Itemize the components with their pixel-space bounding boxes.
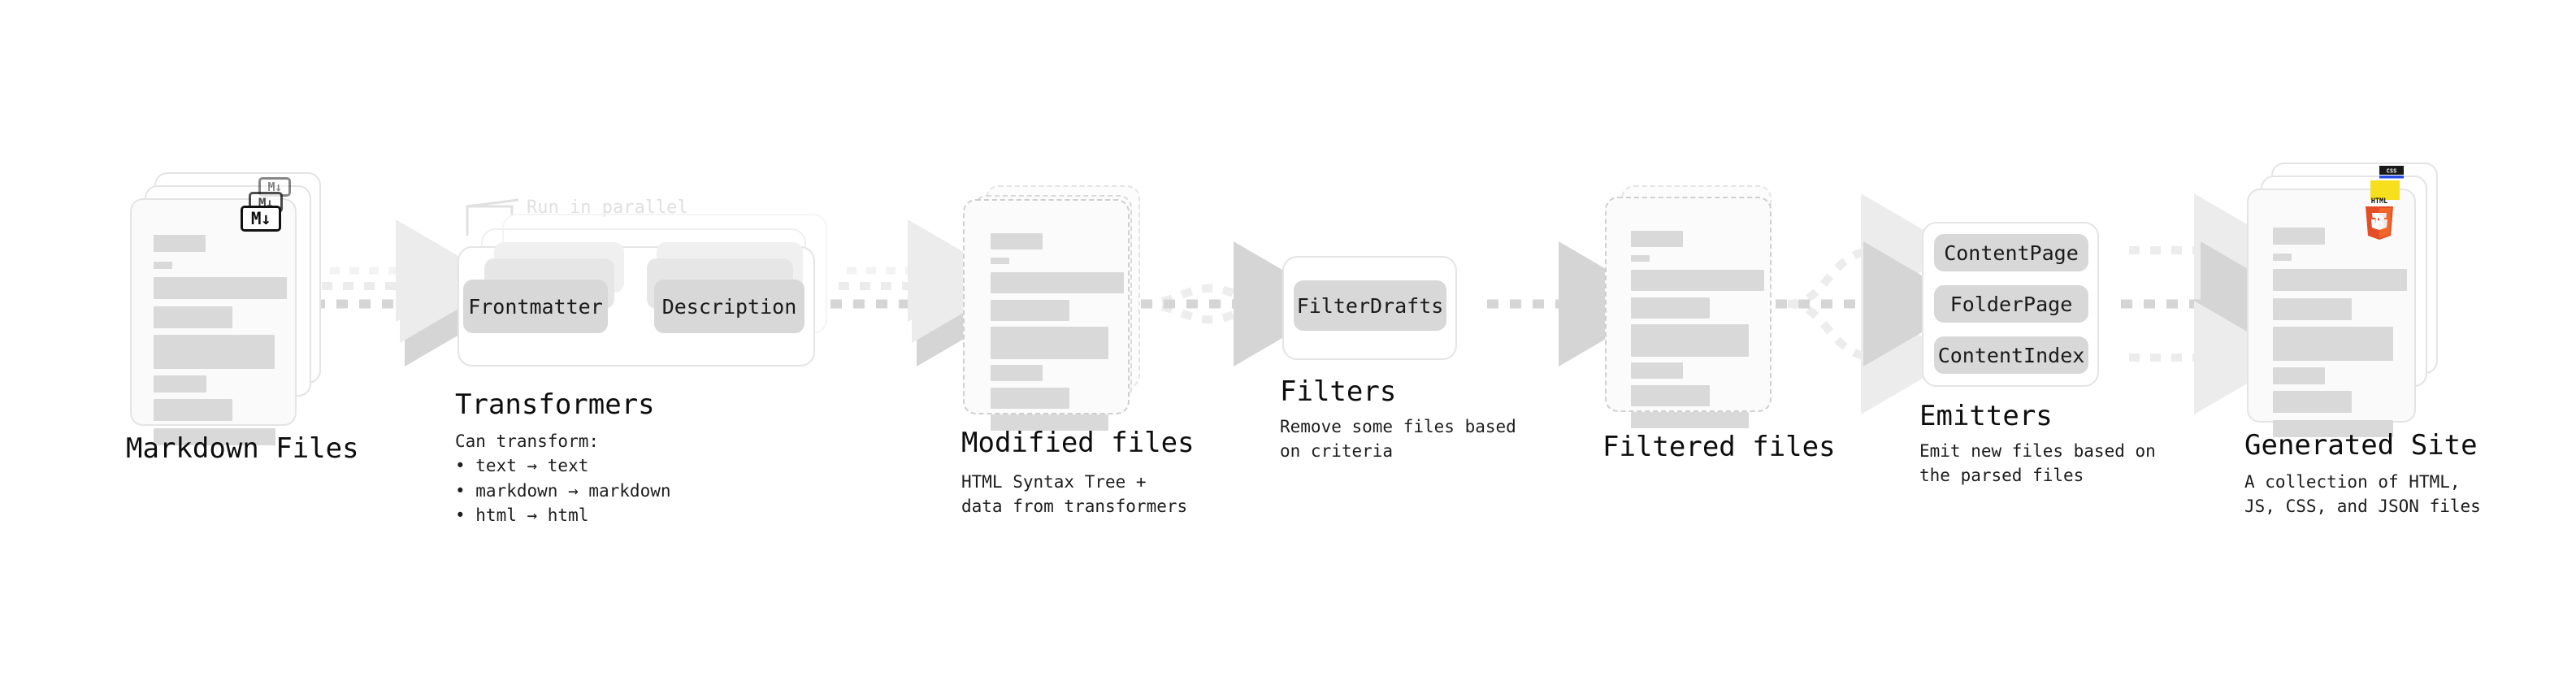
skeleton-bar [154,235,206,252]
skeleton-bar [1631,362,1683,379]
skeleton-bar [1631,231,1683,247]
skeleton-bar [2273,269,2407,291]
stage-title-filters: Filters [1280,375,1397,408]
skeleton-bar [991,233,1043,249]
markdown-icon: M↓ [241,206,281,232]
skeleton-bar [1631,297,1710,319]
skeleton-bar [1631,324,1749,357]
stage-desc-transformers: Can transform: • text → text • markdown … [455,432,671,526]
svg-text:5: 5 [2374,214,2384,234]
css3-icon: CSS [2379,166,2404,179]
skeleton-bar [2273,228,2325,245]
emitter-pill-contentpage[interactable]: ContentPage [1934,234,2088,271]
skeleton-bar [154,277,287,299]
modified-card-front [963,199,1130,431]
filter-pill-filterdrafts[interactable]: FilterDrafts [1294,280,1446,331]
skeleton-bar [991,414,1108,431]
skeleton-bar [154,375,206,393]
emitter-pill-folderpage[interactable]: FolderPage [1934,285,2088,323]
skeleton-bar [991,272,1124,293]
skeleton-bar [991,327,1108,359]
skeleton-bar [1631,412,1749,428]
html5-icon: HTML 5 [2361,195,2398,241]
arrow-filtered-to-emitters [1776,193,1971,414]
skeleton-bar [2273,420,2393,437]
skeleton-bar [991,365,1043,381]
skeleton-bar [991,300,1069,321]
skeleton-bar [991,388,1069,409]
arrow-markdown-to-transformers [314,219,512,367]
stage-title-transformers: Transformers [455,388,655,421]
filtered-card-front [1605,197,1772,428]
skeleton-bar [154,399,232,421]
skeleton-bar [2273,298,2352,320]
javascript-icon [2370,180,2400,200]
skeleton-bar [154,335,275,369]
stage-desc-modified-files: HTML Syntax Tree + data from transformer… [961,472,1188,517]
skeleton-bar [154,428,275,445]
markdown-card-front [130,198,297,445]
skeleton-bar [991,258,1009,264]
stage-desc-filters: Remove some files based on criteria [1280,417,1516,462]
stage-title-modified-files: Modified files [961,427,1195,459]
stage-title-markdown-files: Markdown Files [126,432,359,465]
site-card-front [2247,189,2416,437]
skeleton-bar [154,262,172,269]
skeleton-bar [1631,385,1710,406]
stage-title-filtered-files: Filtered files [1602,431,1836,463]
skeleton-bar [2273,327,2393,361]
transformer-pill-frontmatter[interactable]: Frontmatter [463,280,608,333]
transformer-pill-description[interactable]: Description [654,280,804,333]
svg-text:HTML: HTML [2371,197,2387,206]
skeleton-bar [2273,254,2292,261]
skeleton-bar [2273,367,2325,384]
arrow-modified-to-filters [1140,241,1341,367]
emitter-pill-contentindex[interactable]: ContentIndex [1934,336,2088,374]
stage-title-generated-site: Generated Site [2244,429,2478,462]
svg-text:CSS: CSS [2387,168,2397,175]
skeleton-bar [1631,270,1764,291]
skeleton-bar [154,306,232,328]
arrow-emitters-to-site [2121,193,2308,414]
skeleton-bar [2273,391,2352,413]
arrow-transformers-to-modified [830,219,1024,367]
stage-desc-generated-site: A collection of HTML, JS, CSS, and JSON … [2244,472,2481,517]
stage-desc-emitters: Emit new files based on the parsed files [1919,441,2156,486]
skeleton-bar [1631,255,1650,262]
stage-title-emitters: Emitters [1919,400,2053,432]
